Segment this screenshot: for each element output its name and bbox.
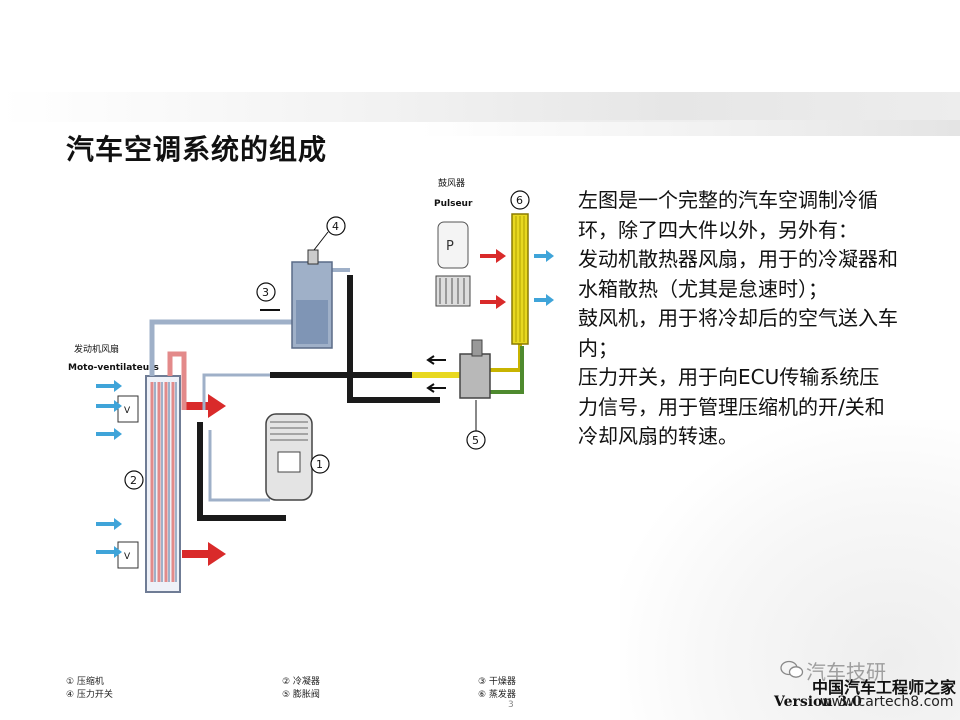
blower-label-cn: 鼓风器	[438, 177, 465, 189]
callout-2-label: 2	[130, 474, 137, 487]
watermark-brand: 汽车技研	[806, 660, 886, 684]
blower-letter: P	[446, 239, 454, 254]
blower-hot-arrows	[480, 249, 506, 309]
callout-3: 3	[256, 282, 276, 302]
ac-system-diagram: 发动机风扇 Moto-ventilateurs V V 2	[68, 177, 554, 593]
callout-3-label: 3	[262, 286, 269, 299]
body-paragraph: 左图是一个完整的汽车空调制冷循环，除了四大件以外，另外有：	[578, 188, 878, 242]
expansion-valve	[459, 339, 491, 399]
blower: P	[435, 221, 471, 307]
watermark-org: 中国汽车工程师之家	[812, 678, 957, 697]
callout-5: 5	[466, 430, 486, 450]
body-paragraph: 压力开关，用于向ECU传输系统压力信号，用于管理压缩机的开/关和冷却风扇的转速。	[578, 365, 885, 448]
fan-motor-symbol: V	[124, 406, 131, 416]
return-flow-arrow	[426, 355, 446, 365]
footer-url: www.cartech8.com	[820, 694, 954, 710]
legend-item: ⑤ 膨胀阀	[282, 690, 320, 700]
fan-label-fr: Moto-ventilateurs	[68, 363, 159, 373]
refrigerant-pipes	[149, 268, 524, 521]
legend-item: ④ 压力开关	[66, 690, 113, 700]
slide-body: 左图是一个完整的汽车空调制冷循环，除了四大件以外，另外有： 发动机散热器风扇，用…	[578, 186, 898, 452]
fan-motor-symbol: V	[124, 552, 131, 562]
callout-1-label: 1	[316, 458, 323, 471]
legend-item: ① 压缩机	[66, 677, 104, 687]
cabin-air-arrows	[534, 250, 554, 306]
fan-label-cn: 发动机风扇	[74, 343, 119, 355]
legend-item: ③ 干燥器	[478, 677, 516, 687]
wechat-icon	[780, 660, 804, 678]
page-number: 3	[508, 700, 514, 710]
callout-2: 2	[124, 470, 144, 490]
legend-item: ② 冷凝器	[282, 677, 320, 687]
fan-motor-top: V	[117, 395, 139, 423]
body-paragraph: 鼓风机，用于将冷却后的空气送入车内；	[578, 306, 898, 360]
condenser	[145, 375, 181, 593]
return-flow-arrow	[426, 383, 446, 393]
blower-label-fr: Pulseur	[434, 199, 473, 209]
page-title: 汽车空调系统的组成	[66, 133, 328, 166]
header-band	[0, 92, 960, 122]
callout-4: 4	[326, 216, 346, 236]
cool-air-arrows	[96, 380, 122, 558]
callout-5-label: 5	[472, 434, 479, 447]
legend-item: ⑥ 蒸发器	[478, 690, 516, 700]
callout-6: 6	[510, 190, 530, 210]
compressor	[265, 413, 313, 501]
callout-4-label: 4	[332, 220, 339, 233]
callout-1: 1	[310, 454, 330, 474]
body-paragraph: 发动机散热器风扇，用于的冷凝器和水箱散热（尤其是怠速时）；	[578, 247, 898, 301]
footer-version: Version 3.0	[774, 694, 862, 710]
fan-motor-bottom: V	[117, 541, 139, 569]
evaporator	[511, 213, 529, 345]
hot-air-arrows	[182, 394, 226, 566]
callout-6-label: 6	[516, 194, 523, 207]
header-band-shadow	[420, 120, 960, 136]
pressure-switch-leader	[313, 231, 329, 251]
dryer	[291, 249, 333, 349]
